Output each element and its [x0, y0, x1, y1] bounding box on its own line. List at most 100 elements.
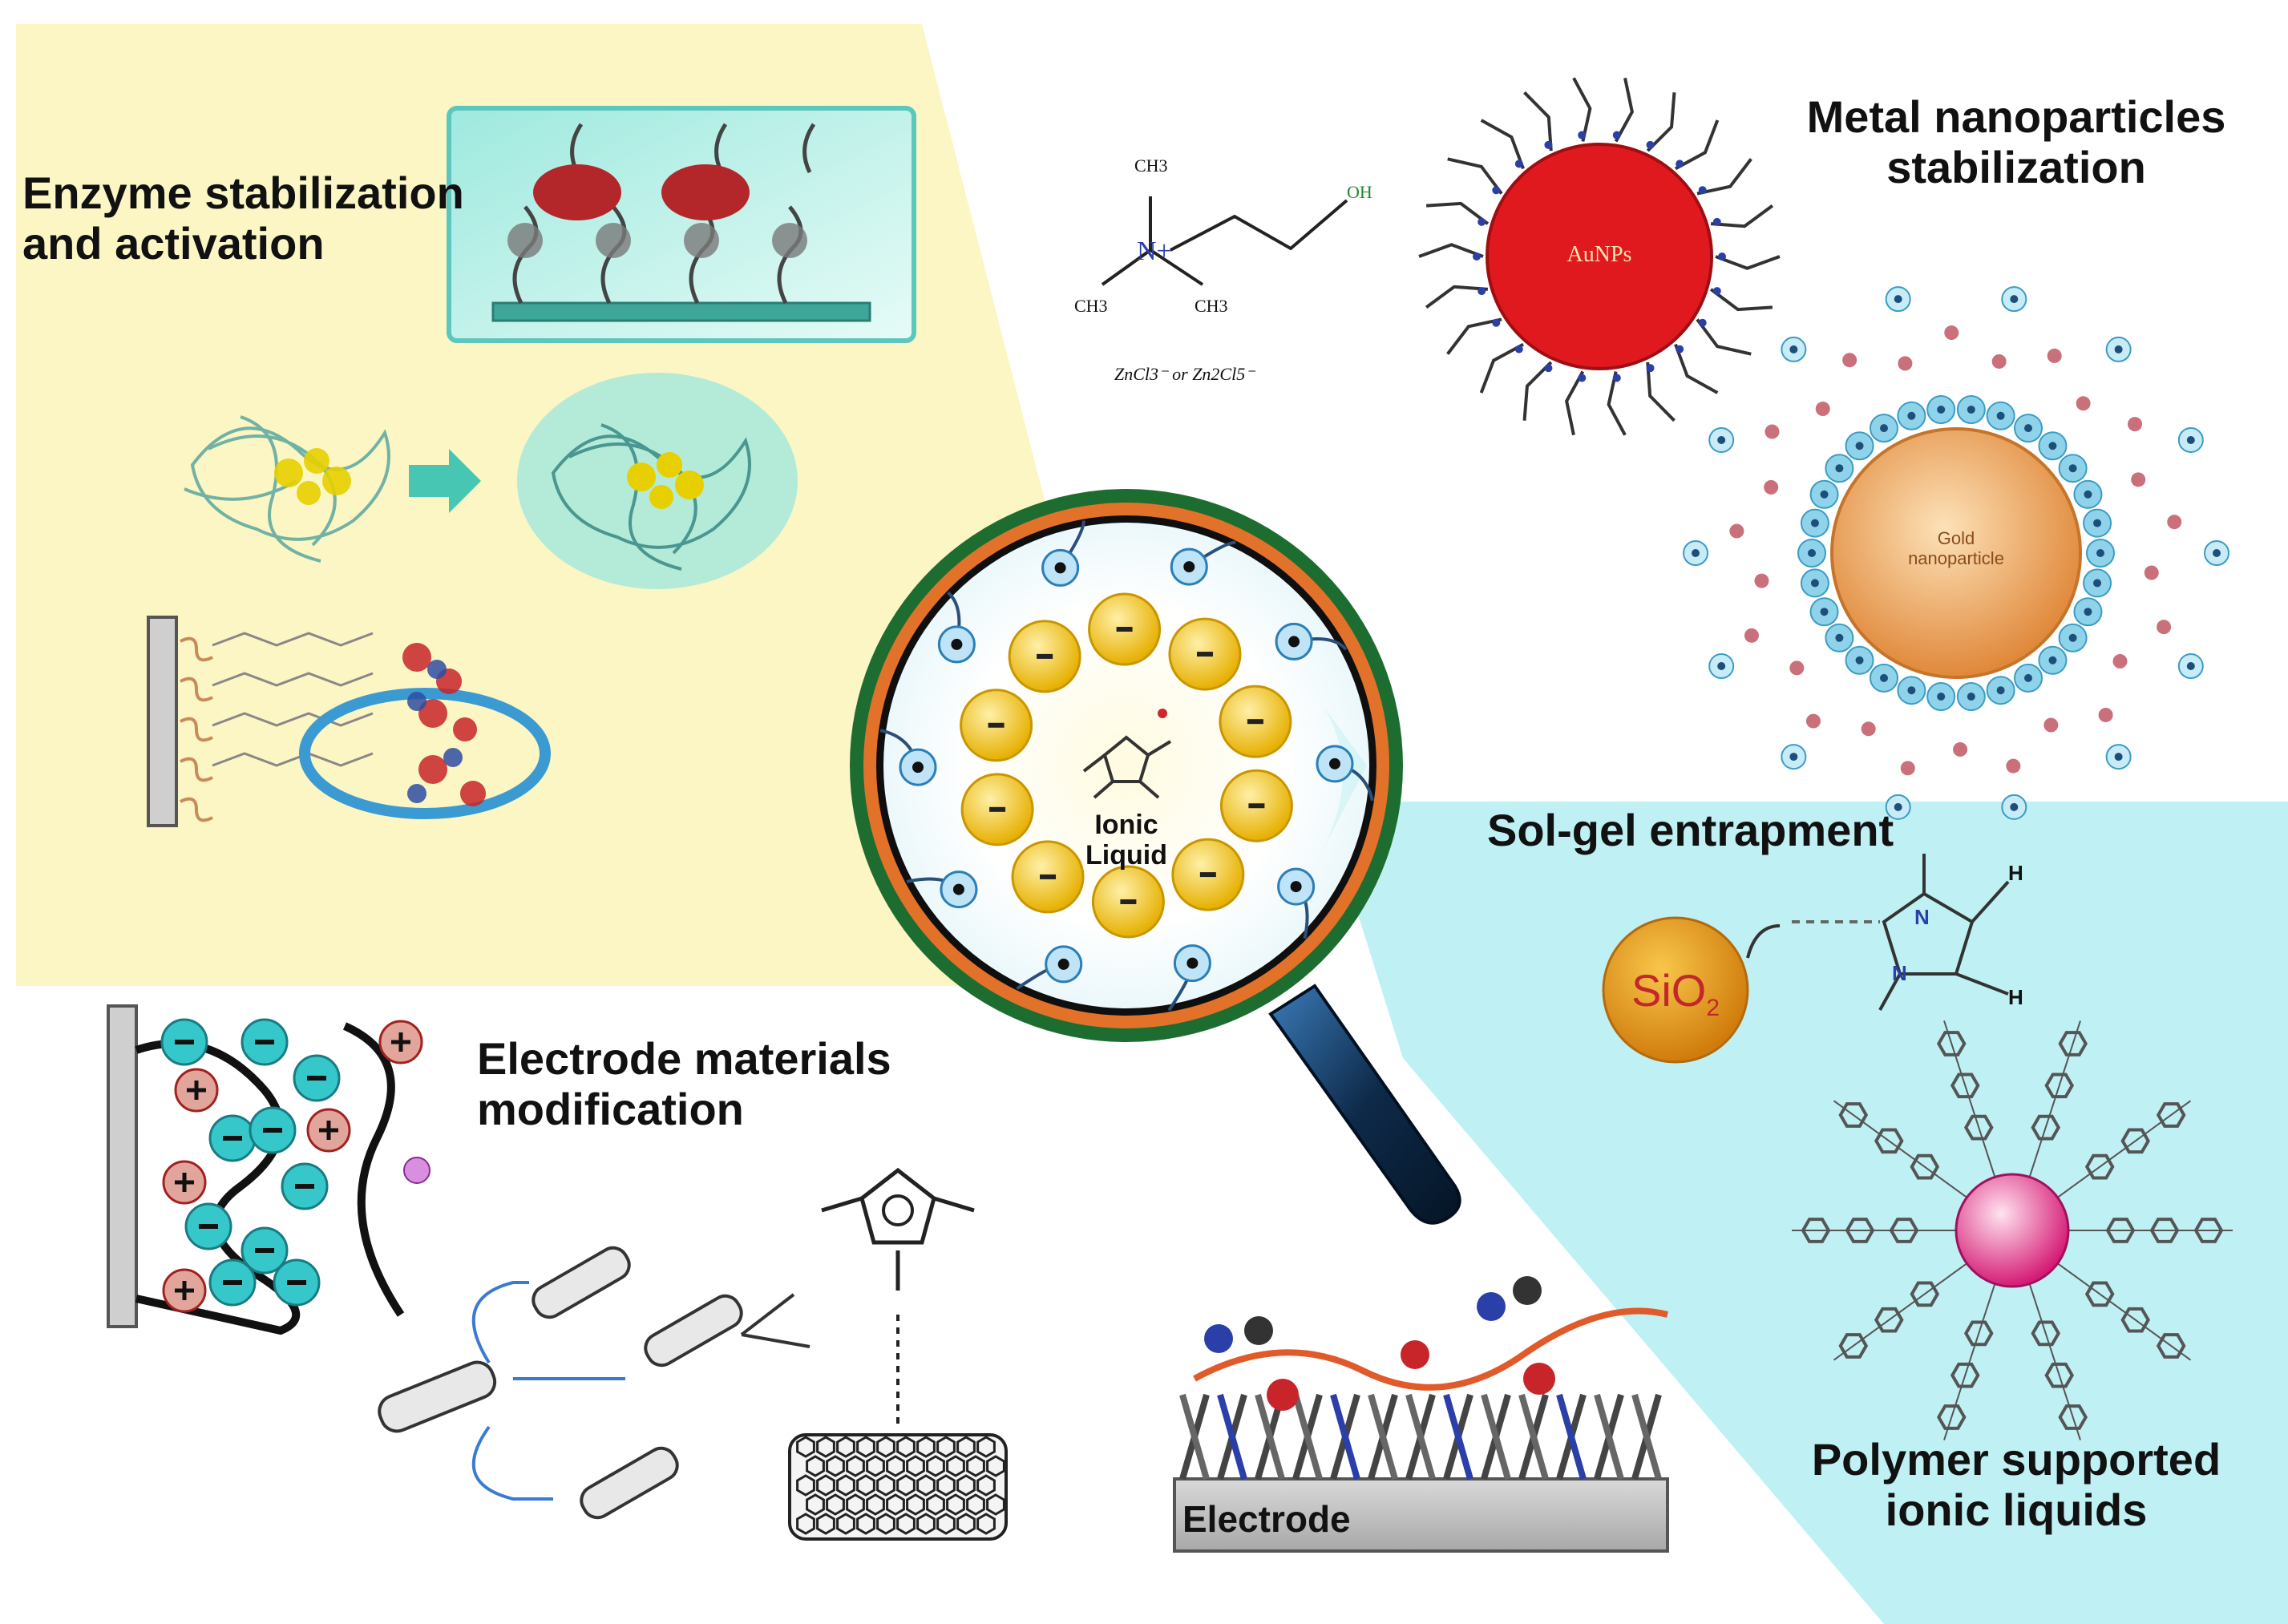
ligand-chain — [1674, 343, 1719, 394]
ligand-chain — [1709, 288, 1773, 312]
polymer-arm-line — [1943, 1283, 1996, 1440]
anion-minus — [1248, 803, 1265, 809]
benzene-ring — [1950, 1362, 1980, 1388]
electrode-enzyme-linker — [147, 616, 551, 827]
ligand-chain — [1715, 255, 1781, 270]
cation-core — [2024, 673, 2032, 682]
solgel-title: Sol-gel entrapment — [1487, 805, 1894, 855]
surface-chain-cross — [1368, 1393, 1398, 1481]
enzyme-title-line1: Enzyme stabilization — [22, 168, 464, 218]
cation-core — [1835, 633, 1844, 642]
cation-core — [1810, 579, 1819, 588]
ligand-nitrogen — [1578, 374, 1587, 382]
cation-plus — [1290, 881, 1302, 893]
ligand-nitrogen — [1698, 186, 1707, 195]
cation-plus — [1186, 957, 1199, 969]
electrode-mod-title-line2: modification — [477, 1083, 744, 1134]
cnt-hexagon — [796, 1474, 815, 1497]
surface-chain-cross — [1330, 1393, 1360, 1481]
cnt-hexagon — [916, 1513, 936, 1535]
cation-core — [1880, 673, 1888, 682]
cation-core — [2068, 633, 2077, 642]
cnt-hexagon — [936, 1513, 956, 1535]
cnt-hexagon — [826, 1493, 845, 1516]
cation-outer-core — [2213, 549, 2221, 557]
anion-minus — [989, 806, 1006, 812]
ligand-chain — [1418, 243, 1484, 258]
cnt-hexagon — [956, 1436, 976, 1458]
cation-outer-core — [1789, 345, 1798, 353]
imidazolium-n1: N — [1914, 905, 1930, 929]
ligand-chain — [1523, 91, 1553, 151]
cnt-hexagon — [876, 1436, 895, 1458]
cation-bead-plus — [175, 1281, 194, 1300]
cnt-hexagon — [876, 1474, 895, 1497]
anion-bead-minus — [223, 1136, 242, 1141]
gold-np-label-line1: Gold — [1937, 528, 1975, 548]
benzene-ring — [2058, 1031, 2088, 1056]
cation-core — [2068, 464, 2077, 473]
polymer-supported-il — [1792, 1020, 2233, 1440]
anion-outer — [1754, 573, 1769, 588]
cnt-hexagon — [896, 1474, 916, 1497]
anion-outer — [2157, 620, 2172, 635]
imidazolium-h2: H — [2008, 985, 2023, 1009]
cnt-hexagon — [816, 1436, 835, 1458]
cnt-hexagon — [976, 1436, 996, 1458]
ligand-nitrogen — [1473, 252, 1481, 261]
anion-minus — [1196, 652, 1213, 657]
cnt-hexagon — [806, 1455, 825, 1477]
cation-core — [1967, 405, 1975, 414]
cnt-hexagon — [876, 1513, 895, 1535]
ligand-nitrogen — [1698, 318, 1707, 327]
anion-outer — [2043, 717, 2059, 733]
anion-bead-minus — [263, 1128, 282, 1133]
ligand-chain — [1425, 201, 1490, 225]
anion-outer — [1898, 356, 1913, 371]
polymer-title-line1: Polymer supported — [1811, 1434, 2221, 1485]
ligand-nitrogen — [1514, 345, 1523, 353]
benzene-ring — [1838, 1102, 1869, 1128]
anion-outer — [2144, 565, 2159, 580]
cation-outer-core — [1717, 662, 1726, 671]
anion-bead-minus — [255, 1040, 274, 1044]
cnt-hexagon — [866, 1493, 885, 1516]
cation-core — [2084, 608, 2092, 616]
cnt-hexagon — [946, 1455, 965, 1477]
cation-core — [2084, 490, 2092, 499]
anion-outer — [1764, 479, 1779, 495]
ligand-chain — [1479, 342, 1525, 394]
anion-minus — [1247, 719, 1263, 725]
surface-chain-cross — [1179, 1393, 1210, 1481]
anion-outer — [1861, 721, 1876, 737]
cnt-hexagon — [926, 1493, 945, 1516]
anion-bead-minus — [255, 1248, 274, 1253]
polymer-title-line2: ionic liquids — [1885, 1484, 2148, 1535]
sio2-particle — [1602, 916, 1880, 1064]
cation-core — [1820, 608, 1829, 616]
ligand-chain — [1480, 119, 1525, 170]
ligand-chain — [1447, 157, 1503, 195]
anion-outer — [1842, 353, 1857, 368]
enzyme-surface-box — [447, 106, 916, 343]
cation-plus — [1328, 757, 1340, 770]
ligand-chain — [1522, 361, 1553, 421]
magnifying-glass — [850, 489, 1461, 1225]
benzene-ring — [2058, 1404, 2088, 1430]
cation-bead-plus — [391, 1032, 410, 1052]
sio2-label: SiO2 — [1631, 965, 1720, 1022]
cyan-panel — [1323, 802, 2288, 1624]
benzene-ring — [1874, 1307, 1904, 1333]
cation-outer-core — [2010, 295, 2019, 304]
cation-core — [2093, 519, 2102, 527]
ligand-chain — [1565, 370, 1585, 436]
ligand-nitrogen — [1578, 131, 1587, 139]
benzene-ring — [2156, 1333, 2186, 1359]
cnt-hexagon — [986, 1455, 1005, 1477]
anion-minus — [1116, 627, 1133, 632]
anion-outer — [2076, 396, 2091, 411]
cation-core — [1996, 411, 2005, 420]
ligand-nitrogen — [1514, 160, 1523, 168]
benzene-ring — [1874, 1128, 1904, 1154]
